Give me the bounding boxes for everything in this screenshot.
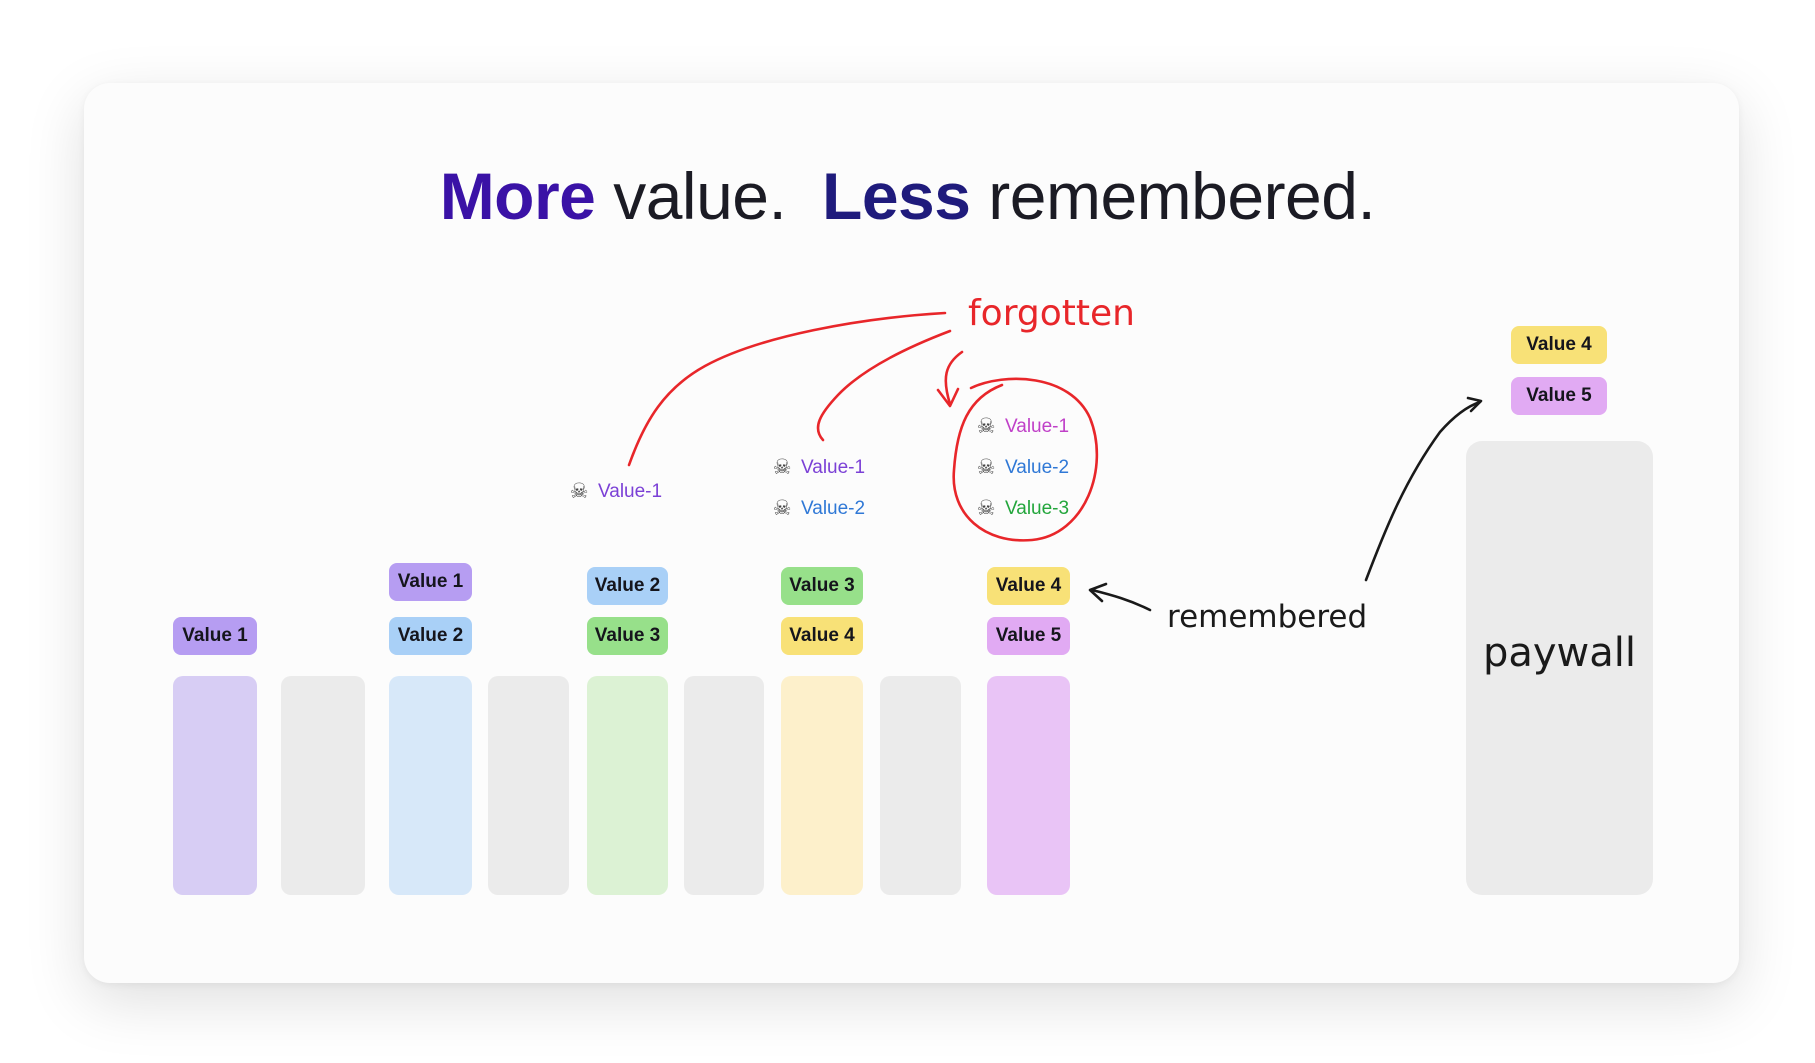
value-chip: Value 1 (389, 563, 472, 601)
timeline-bar-1 (173, 676, 257, 895)
forgotten-annotation: forgotten (968, 293, 1135, 334)
forgotten-label: Value-2 (801, 498, 866, 519)
paywall-block (1466, 441, 1653, 895)
skull-crossbones-icon: ☠ (569, 480, 589, 503)
value-chip: Value 3 (781, 567, 863, 605)
timeline-bar-9 (987, 676, 1070, 895)
value-chip: Value 5 (987, 617, 1070, 655)
timeline-bar-5 (587, 676, 668, 895)
paywall-label: paywall (1482, 630, 1637, 676)
title-value: value. (595, 159, 823, 233)
forgotten-label: Value-1 (801, 457, 866, 478)
forgotten-item: ☠ Value-2 (975, 454, 1070, 482)
value-chip: Value 1 (173, 617, 257, 655)
value-chip: Value 2 (389, 617, 472, 655)
remembered-annotation: remembered (1167, 599, 1368, 635)
forgotten-label: Value-1 (1005, 416, 1070, 437)
skull-crossbones-icon: ☠ (976, 456, 996, 479)
value-chip: Value 3 (587, 617, 668, 655)
timeline-bar-2 (281, 676, 365, 895)
forgotten-item: ☠ Value-3 (975, 495, 1070, 523)
timeline-bar-4 (488, 676, 569, 895)
forgotten-label: Value-3 (1005, 498, 1070, 519)
timeline-bar-3 (389, 676, 472, 895)
skull-crossbones-icon: ☠ (772, 497, 792, 520)
title-remembered: remembered. (970, 159, 1376, 233)
skull-crossbones-icon: ☠ (772, 456, 792, 479)
forgotten-item: ☠ Value-1 (568, 478, 663, 506)
timeline-bar-7 (781, 676, 863, 895)
slide-title: More value. Less remembered. (0, 158, 1815, 234)
timeline-bar-6 (684, 676, 764, 895)
value-chip: Value 5 (1511, 377, 1607, 415)
skull-crossbones-icon: ☠ (976, 415, 996, 438)
skull-crossbones-icon: ☠ (976, 497, 996, 520)
forgotten-label: Value-1 (598, 481, 663, 502)
value-chip: Value 4 (1511, 326, 1607, 364)
title-less: Less (822, 159, 971, 233)
title-more: More (439, 159, 596, 233)
forgotten-item: ☠ Value-2 (771, 495, 866, 523)
timeline-bar-8 (880, 676, 961, 895)
forgotten-item: ☠ Value-1 (771, 454, 866, 482)
forgotten-item: ☠ Value-1 (975, 413, 1070, 441)
value-chip: Value 4 (987, 567, 1070, 605)
value-chip: Value 4 (781, 617, 863, 655)
value-chip: Value 2 (587, 567, 668, 605)
forgotten-label: Value-2 (1005, 457, 1070, 478)
